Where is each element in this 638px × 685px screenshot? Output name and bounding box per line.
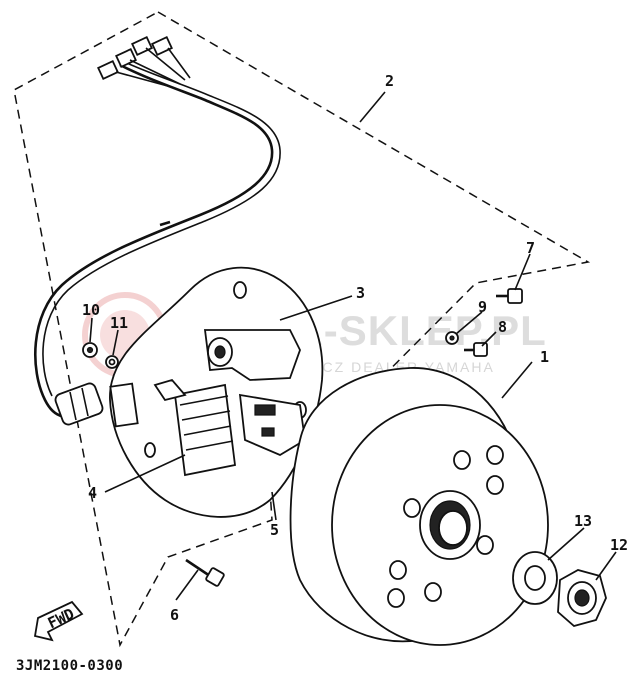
callout-11: 11 <box>110 314 128 332</box>
screw-6 <box>185 558 225 587</box>
callout-6: 6 <box>170 606 179 624</box>
callout-2: 2 <box>385 72 394 90</box>
leader-lines <box>89 91 617 601</box>
callout-4: 4 <box>88 484 97 502</box>
flywheel-rotor <box>289 367 549 646</box>
callout-7: 7 <box>526 239 535 257</box>
screw-7 <box>496 288 523 304</box>
part-code: 3JM2100-0300 <box>16 658 123 674</box>
callout-13: 13 <box>574 512 592 530</box>
callout-1: 1 <box>540 348 549 366</box>
washer-11 <box>105 355 119 369</box>
assembly-outline <box>13 11 591 648</box>
fwd-arrow-icon: FWD <box>33 600 84 642</box>
callout-9: 9 <box>478 298 487 316</box>
callout-5: 5 <box>270 521 279 539</box>
flange-nut-12 <box>557 569 607 627</box>
wire-harness <box>33 35 281 426</box>
callout-12: 12 <box>610 536 628 554</box>
callout-3: 3 <box>356 284 365 302</box>
callout-8: 8 <box>498 318 507 336</box>
washer-13 <box>512 551 558 605</box>
screw-10 <box>82 342 98 358</box>
callout-10: 10 <box>82 301 100 319</box>
screw-8 <box>464 342 488 357</box>
stator-plate <box>109 266 324 518</box>
washer-9 <box>445 331 459 345</box>
